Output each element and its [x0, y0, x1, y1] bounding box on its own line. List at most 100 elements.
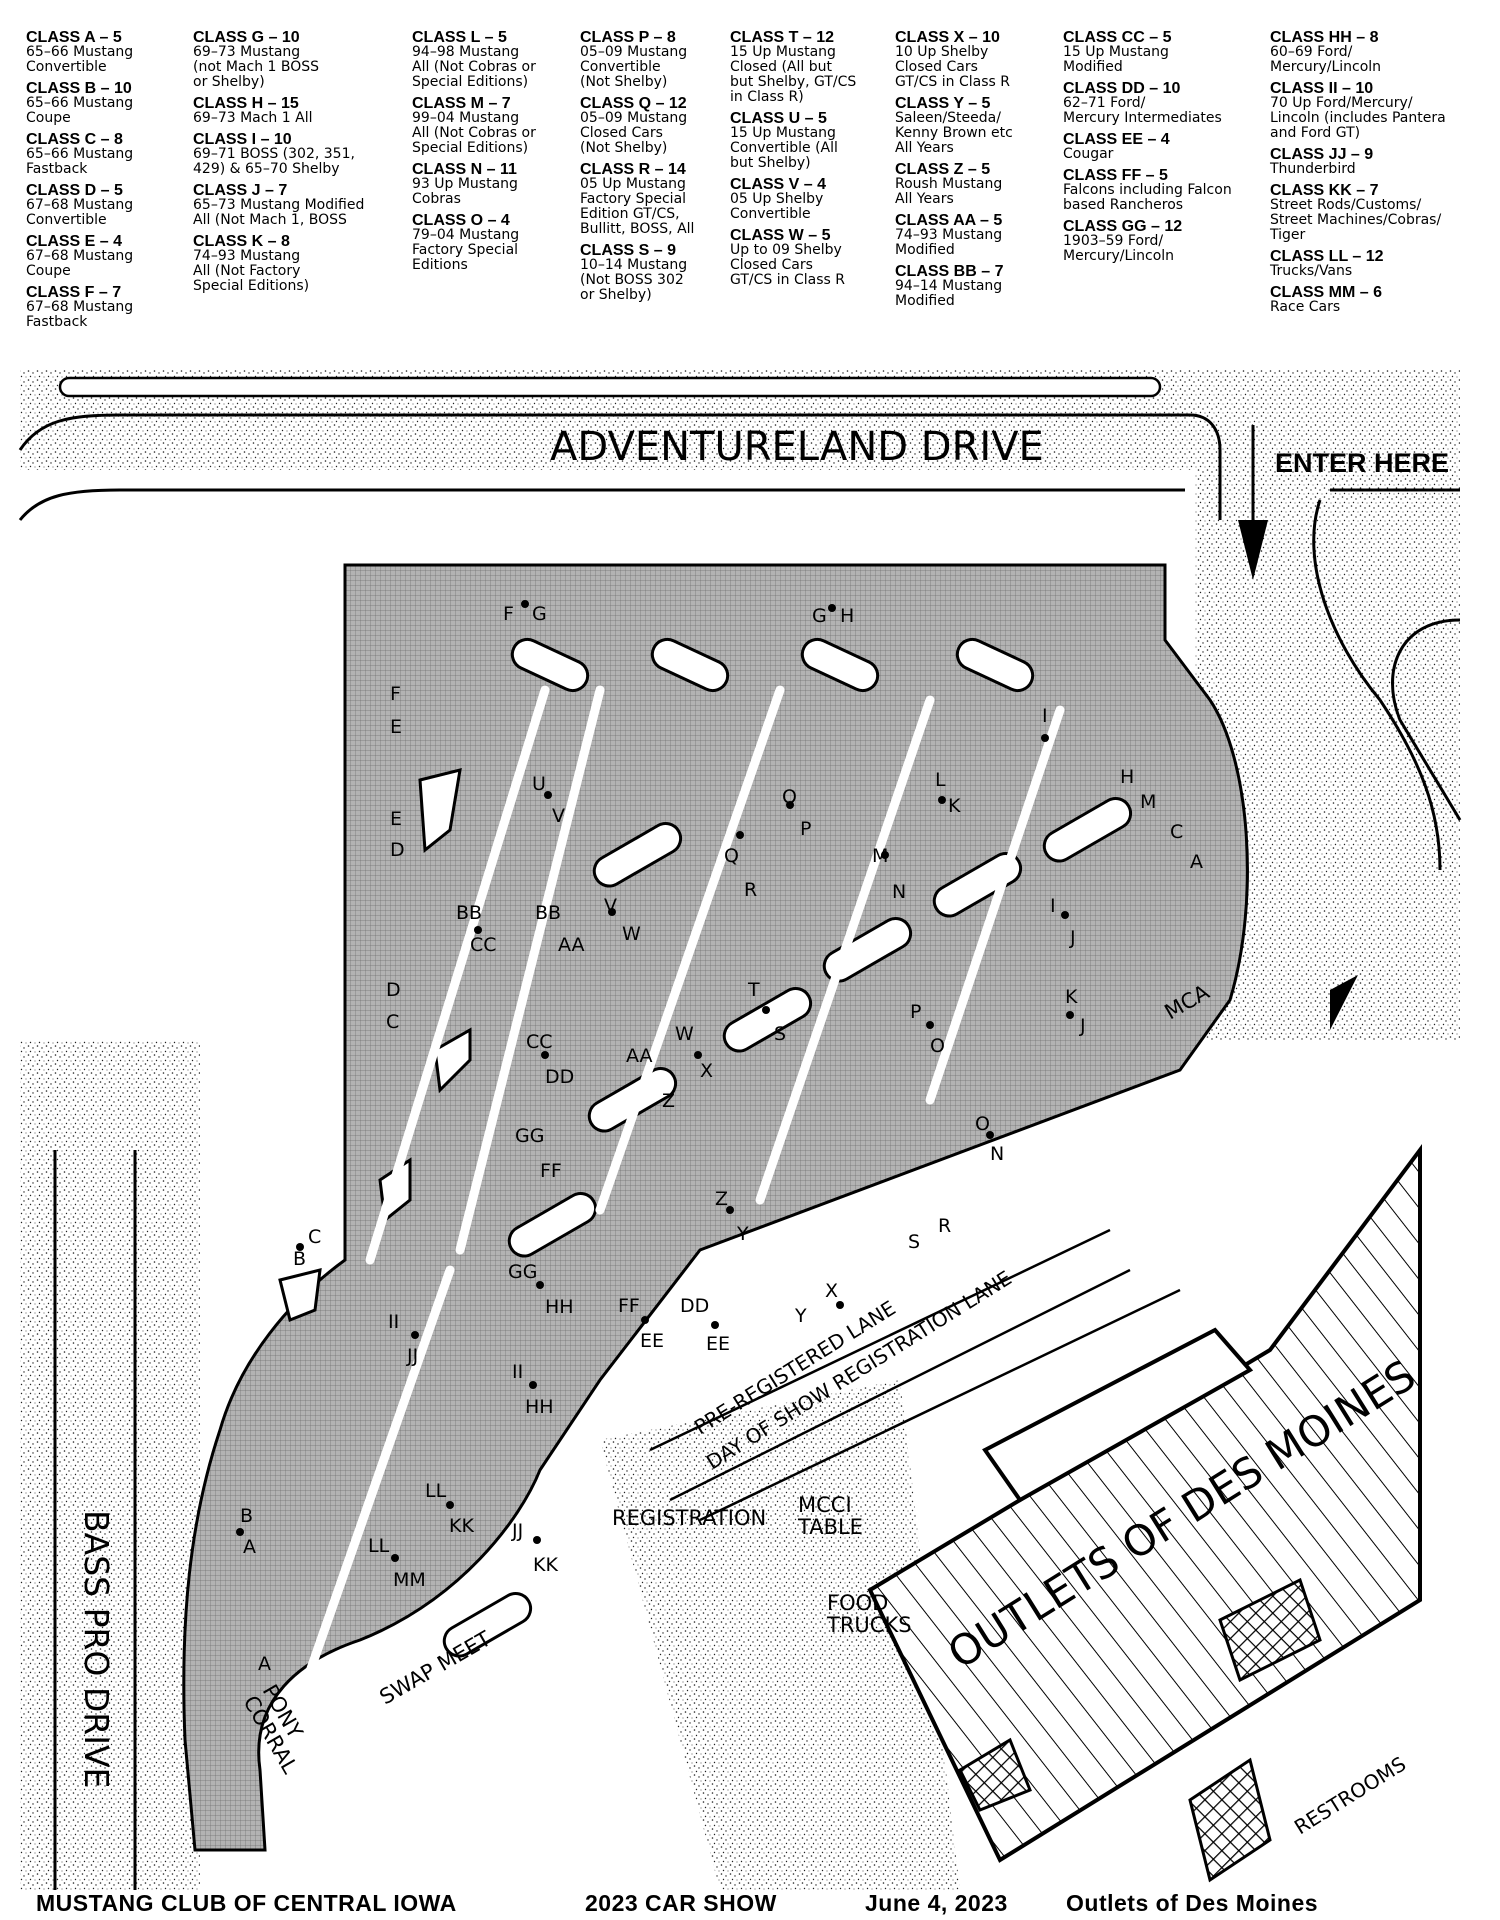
marker-label: J	[1069, 927, 1076, 949]
marker-label: L	[935, 769, 946, 791]
aisle	[755, 695, 935, 1205]
road-curve	[1312, 499, 1442, 871]
class-desc: Street Rods/Customs/ Street Machines/Cob…	[1270, 197, 1442, 243]
marker-label: FF	[618, 1295, 640, 1317]
footer-venue: Outlets of Des Moines	[1066, 1890, 1319, 1916]
marker-label: P	[800, 818, 811, 840]
marker-label: B	[240, 1505, 253, 1527]
class-title: CLASS FF – 5	[1063, 167, 1168, 184]
marker-label: W	[675, 1023, 694, 1045]
enter-here-label: ENTER HERE	[1275, 448, 1449, 478]
restroom-block	[1188, 1757, 1272, 1883]
marker-label: D	[390, 839, 405, 861]
class-desc: Trucks/Vans	[1270, 263, 1353, 279]
marker-label: H	[1120, 766, 1134, 788]
class-title: CLASS P – 8	[580, 29, 676, 46]
class-desc: 74–93 Mustang All (Not Factory Special E…	[193, 248, 310, 294]
class-desc: 94–98 Mustang All (Not Cobras or Special…	[412, 44, 536, 90]
class-desc: 69–71 BOSS (302, 351, 429) & 65–70 Shelb…	[193, 146, 355, 177]
marker-label: LL	[368, 1535, 390, 1557]
marker-dot	[986, 1131, 994, 1139]
marker-dot	[938, 796, 946, 804]
marker-label: HH	[545, 1296, 574, 1318]
class-title: CLASS V – 4	[730, 176, 827, 193]
marker-label: R	[744, 879, 757, 901]
class-title: CLASS F – 7	[26, 284, 122, 301]
class-title: CLASS M – 7	[412, 95, 511, 112]
island	[278, 1268, 322, 1323]
class-desc: 67–68 Mustang Coupe	[26, 248, 134, 279]
class-title: CLASS MM – 6	[1270, 284, 1383, 301]
class-desc: 15 Up Mustang Convertible (All but Shelb…	[730, 125, 838, 171]
class-title: CLASS N – 11	[412, 161, 517, 178]
marker-label: BB	[456, 902, 482, 924]
road-median	[58, 376, 1162, 398]
class-desc: 93 Up Mustang Cobras	[412, 176, 518, 207]
class-title: CLASS X – 10	[895, 29, 1000, 46]
marker-dot	[544, 791, 552, 799]
class-desc: Roush Mustang All Years	[895, 176, 1003, 207]
class-title: CLASS L – 5	[412, 29, 507, 46]
marker-label: E	[390, 716, 402, 738]
marker-label: G	[532, 603, 547, 625]
marker-dot	[726, 1206, 734, 1214]
class-desc: 65–66 Mustang Fastback	[26, 146, 134, 177]
marker-label: I	[1042, 705, 1048, 727]
marker-label: CC	[470, 934, 497, 956]
marker-dot	[529, 1381, 537, 1389]
aisle	[365, 685, 550, 1265]
class-desc: 67–68 Mustang Fastback	[26, 299, 134, 330]
marker-label: O	[975, 1113, 990, 1135]
island	[507, 1192, 598, 1258]
marker-label: DD	[680, 1295, 709, 1317]
marker-label: GG	[508, 1261, 537, 1283]
footer: MUSTANG CLUB OF CENTRAL IOWA 2023 CAR SH…	[0, 1890, 1500, 1920]
marker-dot	[1066, 1011, 1074, 1019]
marker-label: BB	[535, 902, 561, 924]
class-title: CLASS LL – 12	[1270, 248, 1384, 265]
class-title: CLASS U – 5	[730, 110, 827, 127]
lane-arrow	[1330, 975, 1358, 1030]
marker-label: AA	[558, 934, 585, 956]
class-desc: 65–73 Mustang Modified All (Not Mach 1, …	[193, 197, 365, 228]
entry-arrow-head	[1238, 520, 1268, 580]
island	[510, 637, 590, 693]
marker-label: C	[386, 1011, 399, 1033]
class-desc: 79–04 Mustang Factory Special Editions	[412, 227, 520, 273]
class-desc: 10 Up Shelby Closed Cars GT/CS in Class …	[895, 44, 1010, 90]
marker-label: S	[774, 1023, 786, 1045]
marker-label: EE	[640, 1330, 664, 1352]
class-desc: 67–68 Mustang Convertible	[26, 197, 134, 228]
class-desc: Race Cars	[1270, 299, 1341, 315]
swap-meet-label: SWAP MEET	[376, 1626, 496, 1709]
island	[433, 1027, 472, 1094]
marker-label: F	[390, 683, 401, 705]
class-title: CLASS GG – 12	[1063, 218, 1183, 235]
marker-label: Y	[794, 1305, 807, 1327]
left-grass-area	[20, 1040, 200, 1890]
marker-label: KK	[449, 1515, 474, 1537]
marker-label: EE	[706, 1333, 730, 1355]
marker-label: B	[293, 1248, 306, 1270]
class-title: CLASS E – 4	[26, 233, 123, 250]
marker-dot	[736, 831, 744, 839]
